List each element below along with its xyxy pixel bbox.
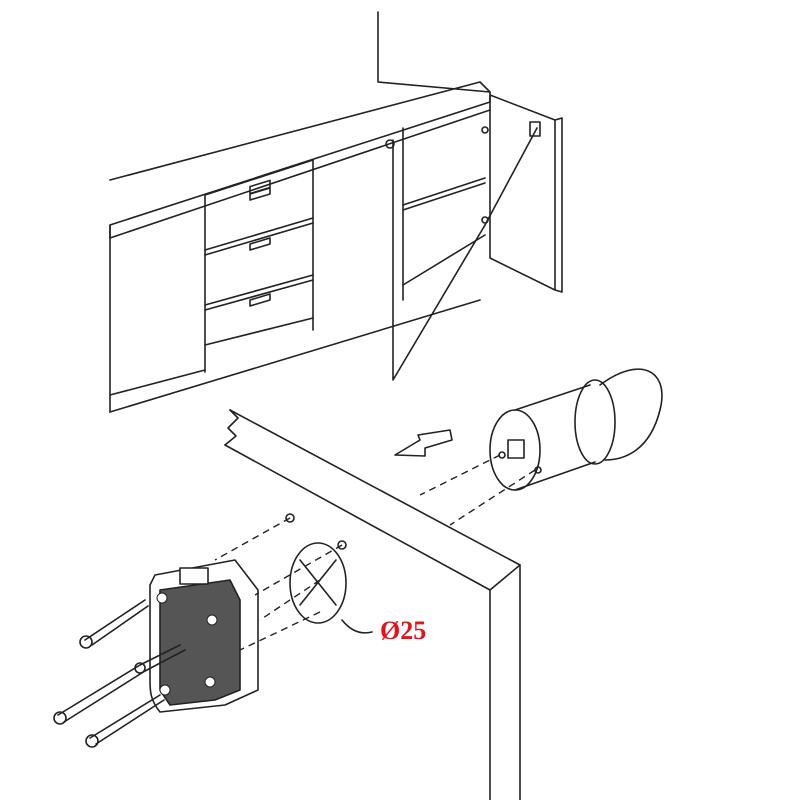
screw-hole [337,540,347,550]
alignment-lines [214,454,536,651]
knob-cylinder [489,368,663,491]
wall-corner [377,11,491,93]
hole-dimension-leader [299,559,373,634]
screw-hole [285,513,295,523]
lock-body [149,559,259,713]
door-panel [224,409,521,800]
direction-arrow [394,429,453,457]
cylinder-hole [289,542,347,624]
cabinet [109,81,563,413]
screws [53,599,186,748]
diameter-label: Ø25 [380,616,427,645]
